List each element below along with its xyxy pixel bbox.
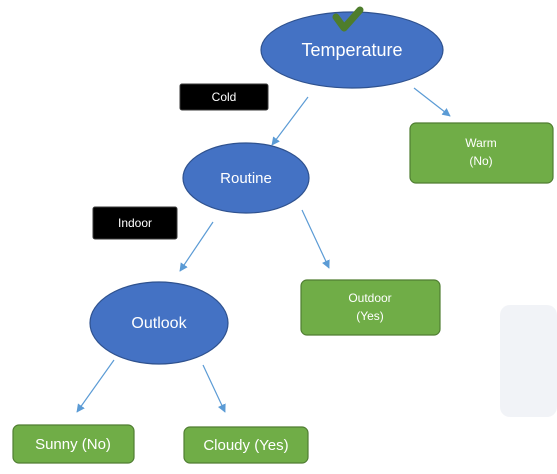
branch-tag-indoor: Indoor [92,206,178,240]
edge-temperature-warm [413,87,451,117]
leaf-outdoor-line2: (Yes) [356,309,384,323]
branch-tag-indoor-label: Indoor [118,216,152,230]
leaf-warm: Warm (No) [409,122,554,184]
edge-outlook-cloudy [202,364,226,413]
edge-routine-outdoor [301,209,330,269]
leaf-sunny-label: Sunny (No) [35,436,111,453]
branch-tag-cold: Cold [179,83,269,111]
branch-tag-cold-label: Cold [212,90,237,104]
node-temperature: Temperature [260,11,444,89]
background-smudge [500,305,557,417]
node-outlook-label: Outlook [131,315,187,332]
node-temperature-label: Temperature [301,40,402,60]
leaf-cloudy: Cloudy (Yes) [183,426,309,464]
leaf-sunny: Sunny (No) [12,424,135,464]
leaf-outdoor-line1: Outdoor [348,291,391,305]
leaf-warm-line1: Warm [465,136,497,150]
edges [76,87,451,413]
leaf-cloudy-label: Cloudy (Yes) [203,437,288,454]
leaf-outdoor: Outdoor (Yes) [300,279,441,336]
edge-routine-outlook [179,221,214,272]
node-routine-label: Routine [220,170,272,187]
node-routine: Routine [182,142,310,214]
node-outlook: Outlook [89,281,229,365]
leaf-warm-line2: (No) [469,154,492,168]
checkmark-icon [332,6,364,32]
edge-outlook-sunny [76,359,115,413]
edge-temperature-routine [271,96,309,146]
